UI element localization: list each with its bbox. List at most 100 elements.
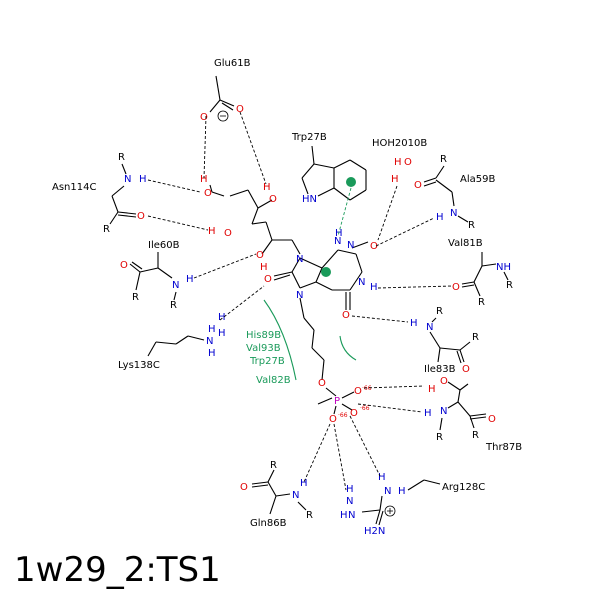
lys138c-h-top: H xyxy=(218,312,226,323)
ribityl-h3: H xyxy=(208,226,216,237)
phosphate-o-bridge: O xyxy=(318,378,326,389)
hydrophobic-arc-2 xyxy=(339,335,357,361)
lys138c-n: N xyxy=(206,336,213,347)
thr87b-h2: H xyxy=(424,408,432,419)
val81b-nh: NH xyxy=(496,262,511,273)
asn114c-r-top: R xyxy=(118,152,125,163)
ribityl-o4: O xyxy=(256,250,264,261)
arg128c-h-top: H xyxy=(378,472,386,483)
residue-asn114c: Asn114C R N H O R xyxy=(52,152,147,235)
ala59b-r-top: R xyxy=(440,154,447,165)
residue-lys138c: H H N H H Lys138C xyxy=(118,312,226,371)
ala59b-label: Ala59B xyxy=(460,174,495,185)
val81b-o: O xyxy=(452,282,460,293)
asn114c-label: Asn114C xyxy=(52,182,96,193)
glu61b-label: Glu61B xyxy=(214,58,251,69)
ring-centroid xyxy=(321,267,331,277)
arg128c-h2n: H2N xyxy=(364,526,385,537)
hydrophobic-val93b: Val93B xyxy=(246,343,281,354)
hydrophobic-trp27b: Trp27B xyxy=(249,356,285,367)
hydrophobic-arc-1 xyxy=(263,299,297,381)
glu61b-o2: O xyxy=(236,104,244,115)
hydrogen-bonds xyxy=(147,111,453,491)
ring-n-top: N xyxy=(347,240,354,251)
ring-o2: O xyxy=(370,241,378,252)
ile60b-h: H xyxy=(186,274,194,285)
val81b-label: Val81B xyxy=(448,238,483,249)
ribityl-o2: O xyxy=(269,194,277,205)
ring-n1: N xyxy=(334,236,341,247)
gln86b-h: H xyxy=(300,478,308,489)
arg128c-h-nh1b: H xyxy=(340,510,348,521)
thr87b-label: Thr87B xyxy=(485,442,522,453)
arg128c-label: Arg128C xyxy=(442,482,485,493)
residue-ile60b: Ile60B O R N H R xyxy=(120,240,194,311)
ile60b-o: O xyxy=(120,260,128,271)
ile60b-r2: R xyxy=(170,300,177,311)
ala59b-h: H xyxy=(436,212,444,223)
ile83b-h: H xyxy=(410,318,418,329)
residue-val81b: Val81B NH R O R xyxy=(448,238,513,308)
ile60b-r: R xyxy=(132,292,139,303)
ile60b-n: N xyxy=(172,280,179,291)
ribityl-o1: O xyxy=(204,188,212,199)
ile60b-label: Ile60B xyxy=(148,240,180,251)
arg128c-h-nh1: H xyxy=(346,484,354,495)
trp27b-centroid xyxy=(346,177,356,187)
phosphate-o3: O xyxy=(329,414,337,425)
ring-o4: O xyxy=(342,310,350,321)
val81b-r-bottom: R xyxy=(478,297,485,308)
arg128c-h-side: H xyxy=(398,486,406,497)
asn114c-o: O xyxy=(137,211,145,222)
charge-label-2: ·66 xyxy=(360,405,370,412)
ring-n7: N xyxy=(296,290,303,301)
hydrophobic-contacts: His89B Val93B Trp27B Val82B xyxy=(246,299,357,386)
phosphate-p: P xyxy=(334,396,340,407)
gln86b-o: O xyxy=(240,482,248,493)
gln86b-label: Gln86B xyxy=(250,518,287,529)
phosphate-o2: O xyxy=(350,408,358,419)
hydrophobic-val82b: Val82B xyxy=(256,375,291,386)
ligand: O H O H O H O H N N N H N H N O O O xyxy=(200,174,378,425)
hoh-h1: H xyxy=(394,157,402,168)
lys138c-h-right: H xyxy=(218,328,226,339)
gln86b-r-right: R xyxy=(306,510,313,521)
lys138c-label: Lys138C xyxy=(118,360,160,371)
lys138c-h-left: H xyxy=(208,324,216,335)
ile83b-r-right: R xyxy=(472,332,479,343)
thr87b-h: H xyxy=(428,384,436,395)
ribityl-h2: H xyxy=(263,182,271,193)
residue-hoh2010b: HOH2010B H O H xyxy=(372,138,427,185)
thr87b-n: N xyxy=(440,406,447,417)
trp27b-hn: HN xyxy=(302,194,317,205)
thr87b-r-bottom: R xyxy=(472,430,479,441)
arg128c-n: N xyxy=(384,486,391,497)
glu61b-minus-icon xyxy=(217,110,229,122)
diagram-title: 1w29_2:TS1 xyxy=(14,550,221,590)
residue-ala59b: R O Ala59B N H R xyxy=(414,154,495,231)
residue-trp27b: Trp27B HN xyxy=(291,132,367,205)
ala59b-r-bottom: R xyxy=(468,220,475,231)
gln86b-n: N xyxy=(292,490,299,501)
gln86b-r-top: R xyxy=(270,460,277,471)
pi-stacking-line xyxy=(337,187,352,237)
thr87b-r-left: R xyxy=(436,432,443,443)
ribityl-h4: H xyxy=(260,262,268,273)
ile83b-label: Ile83B xyxy=(424,364,456,375)
ring-n9: N xyxy=(296,254,303,265)
hoh-h2: H xyxy=(391,174,399,185)
hoh-o: O xyxy=(404,157,412,168)
val81b-r-right: R xyxy=(506,280,513,291)
glu61b-o1: O xyxy=(200,112,208,123)
residue-thr87b: H O N H R O R Thr87B xyxy=(424,376,522,453)
ile83b-o: O xyxy=(462,364,470,375)
asn114c-n: N xyxy=(124,174,131,185)
trp27b-label: Trp27B xyxy=(291,132,327,143)
thr87b-o: O xyxy=(440,376,448,387)
lys138c-h-bottom: H xyxy=(208,348,216,359)
ring-o8: O xyxy=(264,274,272,285)
arg128c-nh2: N xyxy=(348,510,355,521)
ala59b-o: O xyxy=(414,180,422,191)
residue-arg128c: H N H Arg128C H N H N H2N xyxy=(340,472,485,537)
